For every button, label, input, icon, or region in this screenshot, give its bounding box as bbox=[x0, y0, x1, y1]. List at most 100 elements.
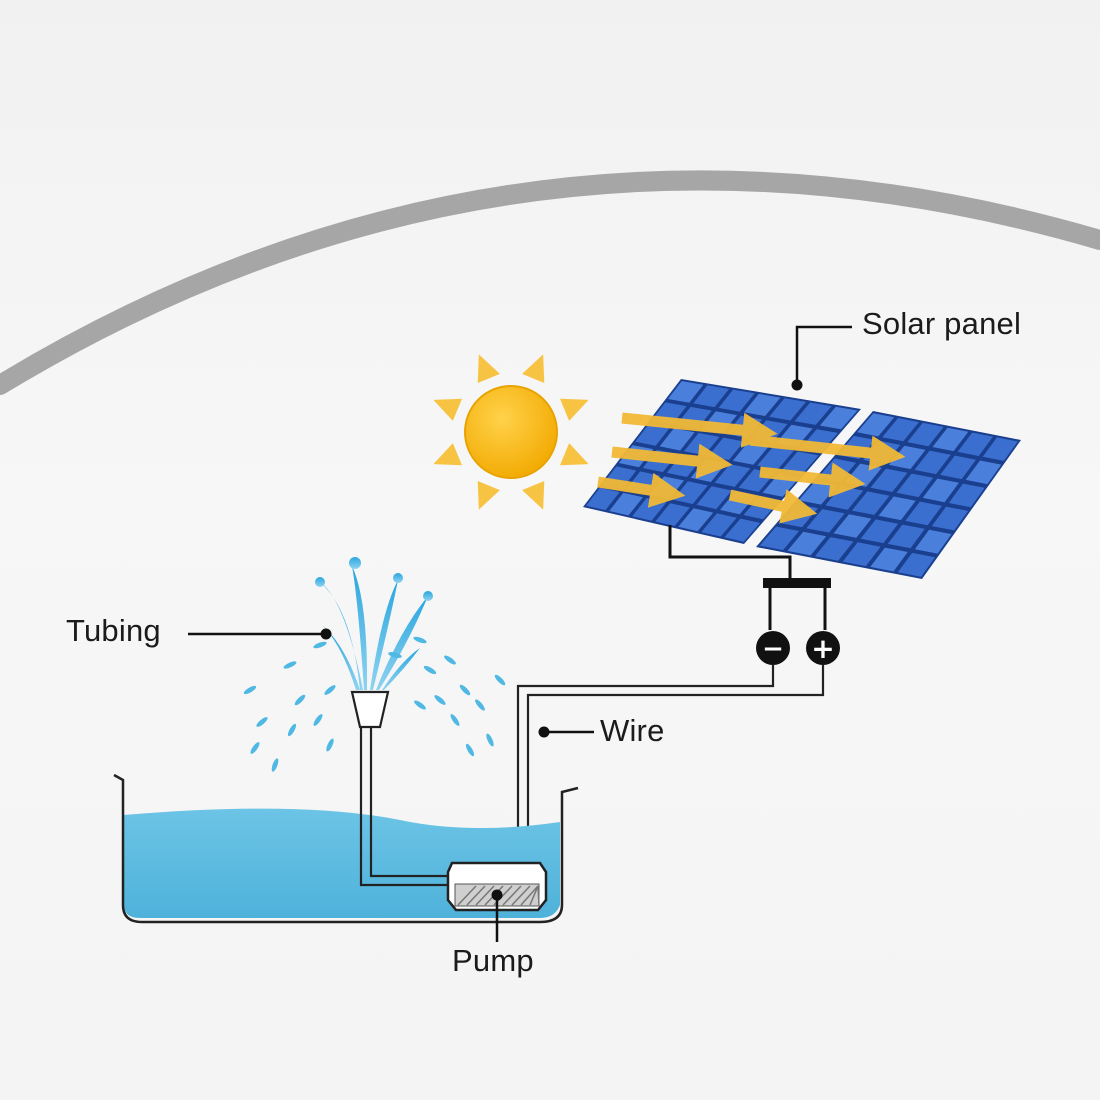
solar-cell bbox=[718, 389, 755, 412]
sunlight-arrows bbox=[597, 412, 906, 524]
solar-cell bbox=[586, 487, 620, 511]
solar-cell bbox=[819, 406, 858, 430]
solar-cell bbox=[932, 427, 969, 452]
pump-hatch-line bbox=[520, 885, 539, 906]
solar-cell bbox=[833, 514, 872, 538]
solar-cell bbox=[907, 422, 944, 447]
solar-cell bbox=[842, 542, 881, 567]
water-droplet bbox=[250, 742, 260, 754]
solar-cell bbox=[887, 524, 925, 549]
arrow-icon bbox=[759, 462, 866, 498]
leader-lines bbox=[188, 325, 852, 942]
svg-text:−: − bbox=[762, 634, 784, 664]
water-droplet bbox=[413, 636, 427, 644]
wire-label: Wire bbox=[600, 713, 665, 748]
sun-ray bbox=[559, 443, 589, 466]
solar-cell bbox=[759, 526, 799, 551]
solar-cell bbox=[870, 547, 908, 572]
solar-cell bbox=[940, 455, 976, 480]
water-droplet bbox=[434, 695, 446, 705]
sun-ray bbox=[433, 443, 463, 466]
pump-hatch-line bbox=[502, 885, 522, 906]
solar-cell bbox=[732, 442, 769, 465]
background-arc bbox=[0, 170, 1100, 395]
water-droplet bbox=[450, 714, 460, 726]
solar-cell bbox=[914, 529, 952, 554]
solar-cell bbox=[878, 496, 916, 521]
sun-ray bbox=[522, 480, 545, 510]
water-droplet bbox=[256, 717, 268, 727]
positive-terminal: + bbox=[806, 631, 840, 665]
sun-ray bbox=[522, 354, 545, 384]
solar-cell bbox=[781, 451, 819, 475]
solar-cell bbox=[957, 432, 993, 456]
solar-cell bbox=[815, 537, 854, 561]
tubing bbox=[359, 726, 452, 887]
water-droplet bbox=[294, 694, 306, 706]
arrow-icon bbox=[611, 443, 733, 479]
water-droplet bbox=[459, 684, 471, 696]
pump-hatch-line bbox=[457, 885, 477, 906]
water-droplet bbox=[243, 685, 257, 695]
solar-cell bbox=[678, 508, 714, 532]
water-droplet bbox=[313, 641, 327, 649]
water-droplet bbox=[283, 661, 297, 669]
solar-cell bbox=[897, 552, 935, 577]
water-droplet bbox=[465, 743, 475, 757]
solar-cell bbox=[857, 413, 895, 437]
solar-cell bbox=[931, 506, 969, 531]
water-droplet bbox=[388, 652, 402, 658]
pump-hatch-line bbox=[511, 885, 531, 906]
solar-cell bbox=[948, 483, 985, 508]
terminal-bar bbox=[763, 578, 831, 588]
sun-icon bbox=[433, 354, 589, 510]
solar-panel-leader bbox=[795, 325, 852, 383]
solar-cell bbox=[787, 531, 827, 556]
water-droplet bbox=[324, 685, 336, 695]
solar-cell bbox=[668, 381, 704, 403]
solar-cell bbox=[659, 428, 695, 451]
solar-cell bbox=[922, 478, 959, 503]
solar-cell bbox=[714, 464, 751, 487]
solar-cell bbox=[914, 450, 951, 475]
arrow-icon bbox=[621, 412, 778, 448]
solar-cell bbox=[696, 486, 732, 510]
sun-ray bbox=[559, 398, 589, 421]
panel-mount-wire bbox=[668, 525, 792, 580]
arrow-icon bbox=[597, 472, 686, 508]
solar-cell bbox=[701, 513, 737, 537]
solar-panel-label: Solar panel bbox=[862, 306, 1022, 341]
solar-cell bbox=[882, 418, 919, 442]
solar-cell bbox=[870, 468, 908, 492]
solar-cell bbox=[757, 446, 794, 470]
pump-label: Pump bbox=[452, 943, 534, 978]
water-droplet bbox=[423, 665, 437, 675]
water-droplet bbox=[326, 738, 334, 752]
pump-hatch-line bbox=[537, 885, 540, 906]
pump-hatch-line bbox=[529, 885, 539, 906]
solar-cell bbox=[806, 509, 845, 533]
arrow-icon bbox=[749, 434, 906, 471]
solar-cell bbox=[693, 385, 729, 408]
solar-cell bbox=[965, 460, 1002, 485]
solar-cell bbox=[860, 519, 899, 544]
water-droplet bbox=[475, 699, 485, 711]
water-droplet bbox=[414, 700, 426, 710]
solar-cell bbox=[982, 437, 1018, 461]
sun-ray bbox=[477, 480, 500, 510]
water-droplet bbox=[271, 758, 279, 772]
arrow-icon bbox=[728, 489, 818, 524]
solar-cell bbox=[655, 503, 690, 526]
fountain-nozzle bbox=[350, 690, 390, 729]
water-droplet bbox=[313, 714, 323, 726]
fountain-spray-icon bbox=[243, 557, 506, 772]
solar-cell bbox=[724, 518, 761, 542]
water-droplet bbox=[287, 723, 297, 737]
solar-cell bbox=[609, 492, 643, 516]
negative-terminal: − bbox=[756, 631, 790, 665]
solar-cell bbox=[635, 423, 670, 446]
sun-ray bbox=[433, 398, 463, 421]
water-droplet bbox=[486, 733, 494, 747]
solar-cell bbox=[794, 402, 832, 425]
